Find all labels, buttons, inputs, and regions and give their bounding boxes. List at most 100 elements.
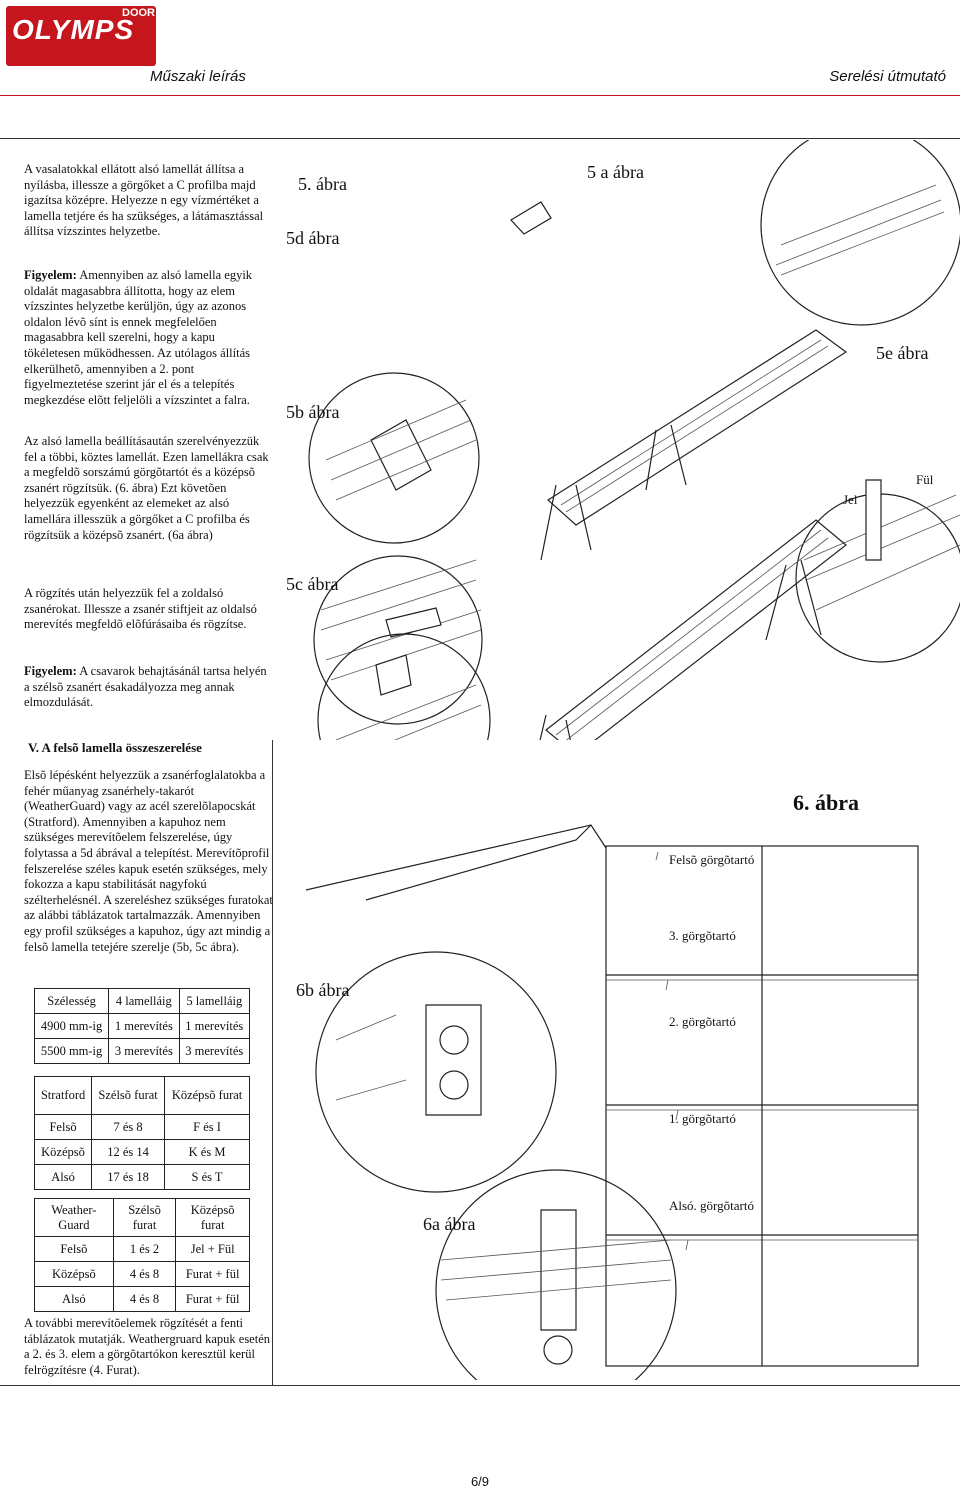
table-cell: 5 lamelláig [178, 988, 251, 1014]
figure-5-label: 5. ábra [298, 174, 347, 194]
header-right-title: Serelési útmutató [829, 68, 946, 85]
page-number: 6/9 [470, 1474, 490, 1489]
table-cell: Szélsõ furat [91, 1076, 166, 1115]
table-cell: Alsó [34, 1286, 114, 1312]
table-cell: 4900 mm-ig [33, 1013, 110, 1039]
sawhorse-lower-legs [539, 559, 822, 740]
text-block-5: Figyelem: A csavarok behajtásánál tartsa… [24, 664, 274, 711]
upper-panel-rails [560, 339, 829, 513]
figure-5c-label: 5c ábra [286, 574, 339, 594]
table-cell: 4 lamelláig [108, 988, 180, 1014]
paragraph-top-lamella: Elsõ lépésként helyezzük a zsanérfoglala… [24, 768, 273, 954]
table-cell: Középsõ [34, 1261, 114, 1287]
top-track [305, 824, 607, 891]
text-block-7: A további merevítõelemek rögzítését a fe… [24, 1316, 274, 1378]
detail-6a-roller [543, 1335, 573, 1365]
figure-5a-label: 5 a ábra [587, 162, 644, 182]
detail-6b-roller-2 [439, 1070, 469, 1100]
table-cell: 3 merevítés [178, 1038, 251, 1064]
lower-panel-rails [555, 529, 829, 740]
table-cell: Weather-Guard [34, 1198, 114, 1237]
header-left-title: Műszaki leírás [150, 68, 246, 85]
detail-6b-roller [439, 1025, 469, 1055]
detail-5d-rails [325, 399, 477, 501]
top-track-inner [365, 824, 592, 901]
detail-5c-rails [335, 684, 482, 740]
warning-label-1: Figyelem: [24, 268, 77, 282]
detail-6b-lines [335, 1014, 407, 1101]
detail-circle-6b [315, 951, 557, 1193]
column-divider [272, 740, 273, 1386]
table-cell: 12 és 14 [91, 1139, 166, 1165]
detail-6a-rails [440, 1239, 672, 1301]
table-cell: Szélesség [33, 988, 110, 1014]
table-cell: F és I [164, 1114, 250, 1140]
sawhorse-upper-legs [540, 424, 687, 561]
detail-circle-5d [308, 372, 480, 544]
warning-label-2: Figyelem: [24, 664, 77, 678]
table-cell: 1 merevítés [178, 1013, 251, 1039]
table-cell: Furat + fül [175, 1286, 250, 1312]
table-cell: Középsõ furat [175, 1198, 250, 1237]
table-cell: S és T [164, 1164, 250, 1190]
figure-5e-label: 5e ábra [876, 343, 929, 363]
detail-5e-pin [865, 479, 882, 561]
table-cell: 3 merevítés [108, 1038, 180, 1064]
figure-5d-label: 5d ábra [286, 228, 340, 248]
warning-text-2: A csavarok behajtásánál tartsa helyén a … [24, 664, 267, 710]
detail-5d-bracket [370, 419, 432, 491]
table-cell: Furat + fül [175, 1261, 250, 1287]
detail-circle-5a [760, 140, 960, 326]
table-cell: 7 és 8 [91, 1114, 166, 1140]
table-cell: 1 merevítés [108, 1013, 180, 1039]
callout-roller-3: 3. görgõtartó [669, 928, 736, 943]
figure-6b-label: 6b ábra [296, 980, 350, 1000]
lower-panel [545, 519, 847, 740]
detail-circle-5c [317, 633, 491, 740]
detail-5a-rails [775, 184, 945, 276]
top-border [0, 138, 960, 139]
detail-circle-5b [313, 555, 483, 725]
detail-5b-plate [385, 607, 442, 638]
table-cell: Felsõ [33, 1114, 93, 1140]
paragraph-warning-2: Figyelem: A csavarok behajtásánál tartsa… [24, 664, 274, 711]
table-cell: 4 és 8 [112, 1261, 177, 1287]
brand-logo [6, 6, 156, 66]
paragraph-further: A további merevítõelemek rögzítését a fe… [24, 1316, 271, 1377]
detail-5a-bracket [510, 201, 552, 235]
paragraph-warning-1: Figyelem: Amennyiben az alsó lamella egy… [24, 268, 274, 408]
table-cell: Alsó [33, 1164, 93, 1190]
roller-marks [655, 851, 689, 1251]
figure-6-label: 6. ábra [793, 790, 859, 815]
table-cell: Középsõ [33, 1139, 93, 1165]
text-block-1: A vasalatokkal ellátott alsó lamellát ál… [24, 162, 274, 240]
figure-6a-label: 6a ábra [423, 1214, 476, 1234]
brand-sub: DOOR [122, 7, 155, 19]
callout-roller-2: 2. görgõtartó [669, 1014, 736, 1029]
text-block-3: Az alsó lamella beállításaután szerelvén… [24, 434, 274, 543]
table-cell: 5500 mm-ig [33, 1038, 110, 1064]
jel-callout: Jel [843, 492, 858, 507]
text-block-6: Elsõ lépésként helyezzük a zsanérfoglala… [24, 768, 274, 955]
detail-5c-profile [375, 654, 412, 696]
table-cell: Szélsõ furat [112, 1198, 177, 1237]
paragraph-hinge: A rögzítés után helyezzük fel a zoldalsó… [24, 586, 257, 632]
table-cell: 1 és 2 [112, 1236, 177, 1262]
text-block-2: Figyelem: Amennyiben az alsó lamella egy… [24, 268, 274, 408]
callout-top-roller: Felsõ görgõtartó [669, 852, 755, 867]
warning-text-1: Amennyiben az alsó lamella egyik oldalát… [24, 268, 253, 407]
callout-bottom-roller: Alsó. görgõtartó [669, 1198, 754, 1213]
bottom-border [0, 1385, 960, 1386]
figure-5b-label: 5b ábra [286, 402, 340, 422]
